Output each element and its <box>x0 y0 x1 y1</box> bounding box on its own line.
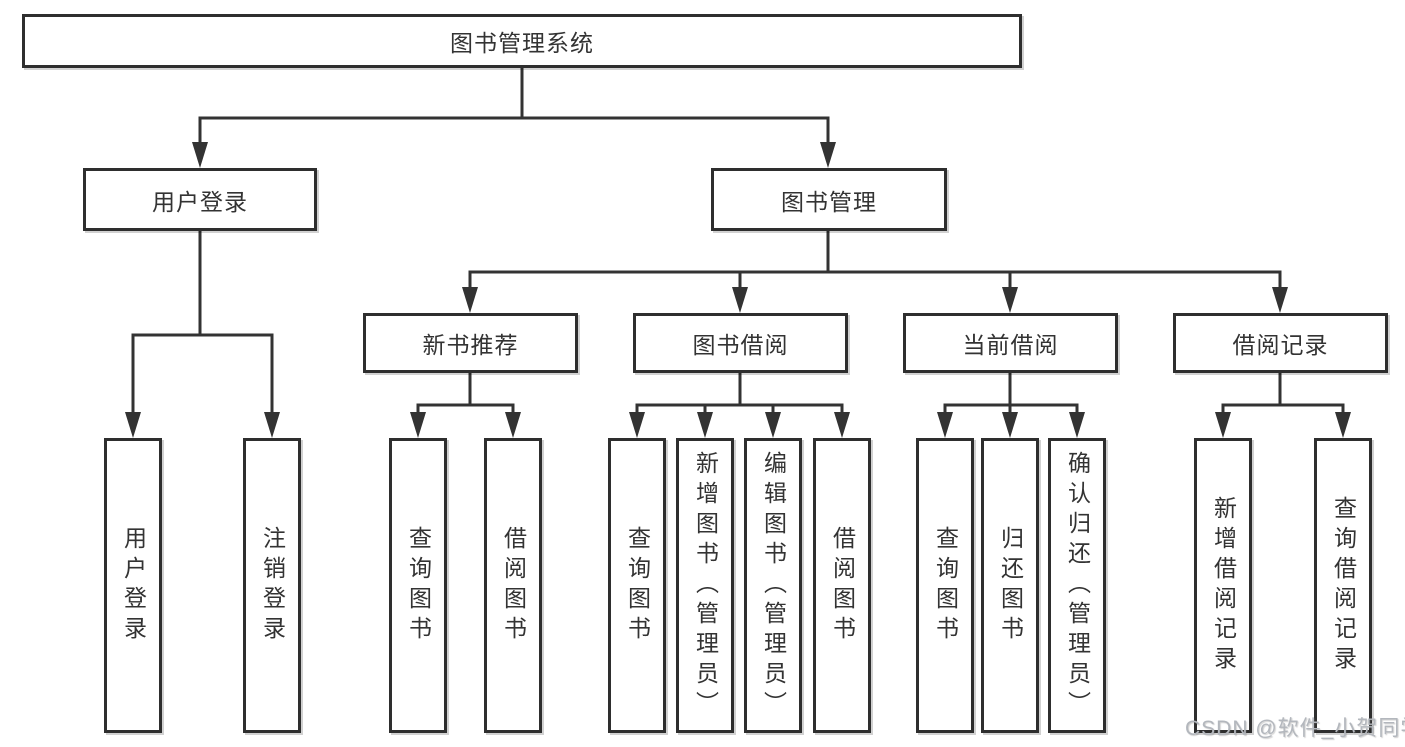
node-current-borrow-label: 当前借阅 <box>962 332 1059 358</box>
leaf-edit-books-admin-label: 编辑图书（管理员） <box>760 450 787 721</box>
leaf-user-login-label: 用户登录 <box>120 525 147 646</box>
node-borrow-records: 借阅记录 <box>1173 313 1388 373</box>
leaf-confirm-return-admin-label: 确认归还（管理员） <box>1064 450 1091 721</box>
leaf-borrow-books-recommend-label: 借阅图书 <box>500 525 527 646</box>
leaf-borrow-books: 借阅图书 <box>813 438 871 733</box>
node-book-management: 图书管理 <box>711 168 947 231</box>
node-book-borrow: 图书借阅 <box>633 313 848 373</box>
leaf-add-borrow-record: 新增借阅记录 <box>1194 438 1252 733</box>
leaf-return-books: 归还图书 <box>981 438 1039 733</box>
leaf-add-books-admin-label: 新增图书（管理员） <box>692 450 719 721</box>
node-current-borrow: 当前借阅 <box>903 313 1118 373</box>
leaf-query-borrow-record: 查询借阅记录 <box>1314 438 1372 733</box>
leaf-confirm-return-admin: 确认归还（管理员） <box>1048 438 1106 733</box>
node-book-borrow-label: 图书借阅 <box>692 332 789 358</box>
leaf-return-books-label: 归还图书 <box>997 525 1024 646</box>
node-root: 图书管理系统 <box>22 14 1022 68</box>
node-user-login: 用户登录 <box>83 168 317 231</box>
node-book-management-label: 图书管理 <box>781 188 877 215</box>
leaf-borrow-books-label: 借阅图书 <box>829 525 856 646</box>
leaf-query-books-borrow-label: 查询图书 <box>624 525 651 646</box>
node-user-login-label: 用户登录 <box>152 188 248 215</box>
leaf-logout: 注销登录 <box>243 438 301 733</box>
node-new-book-recommend: 新书推荐 <box>363 313 578 373</box>
node-borrow-records-label: 借阅记录 <box>1232 332 1329 358</box>
node-root-label: 图书管理系统 <box>450 30 594 56</box>
leaf-add-borrow-record-label: 新增借阅记录 <box>1210 495 1237 676</box>
leaf-add-books-admin: 新增图书（管理员） <box>676 438 734 733</box>
leaf-query-books-current-label: 查询图书 <box>932 525 959 646</box>
csdn-watermark: CSDN @软件_小贺同学 <box>1185 717 1405 740</box>
leaf-borrow-books-recommend: 借阅图书 <box>484 438 542 733</box>
leaf-query-books-recommend: 查询图书 <box>389 438 447 733</box>
leaf-edit-books-admin: 编辑图书（管理员） <box>744 438 802 733</box>
leaf-logout-label: 注销登录 <box>259 525 286 646</box>
leaf-query-borrow-record-label: 查询借阅记录 <box>1330 495 1357 676</box>
leaf-query-books-borrow: 查询图书 <box>608 438 666 733</box>
leaf-query-books-current: 查询图书 <box>916 438 974 733</box>
leaf-query-books-recommend-label: 查询图书 <box>405 525 432 646</box>
leaf-user-login: 用户登录 <box>104 438 162 733</box>
node-new-book-recommend-label: 新书推荐 <box>422 332 519 358</box>
